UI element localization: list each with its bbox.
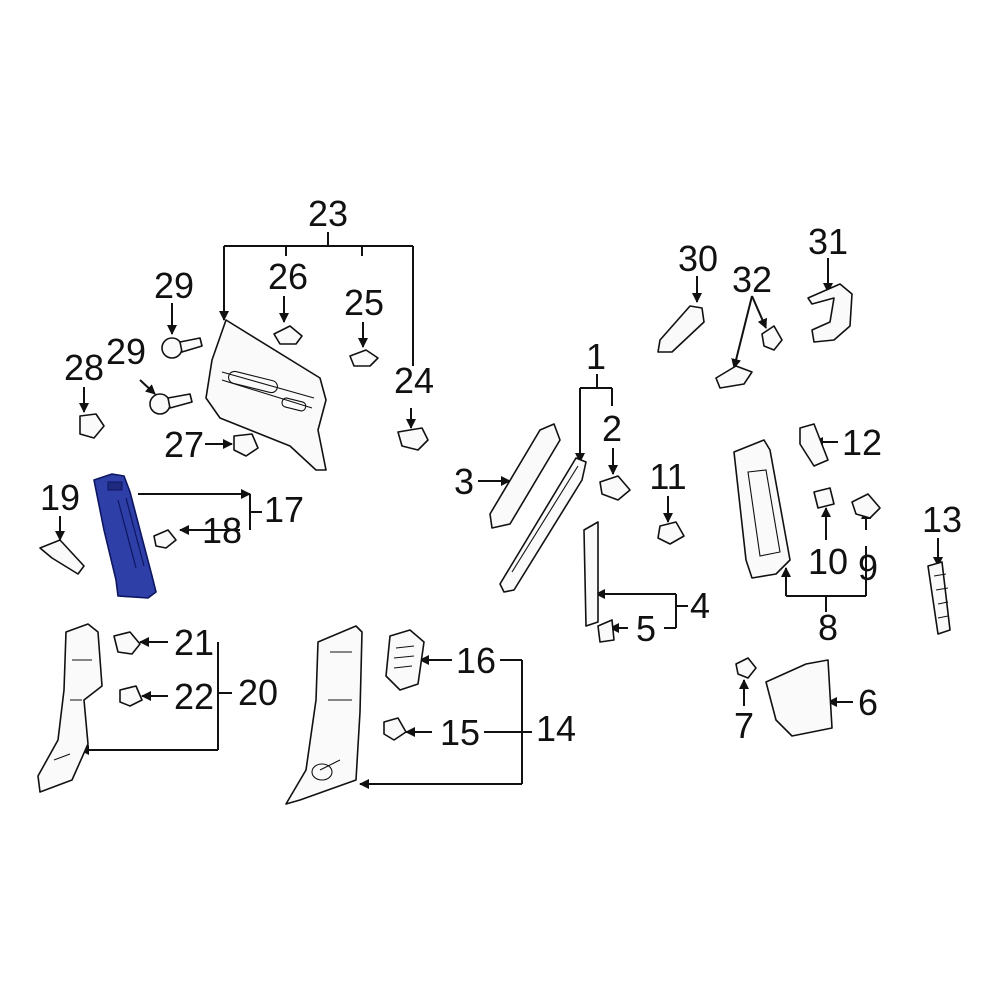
callout-28[interactable]: 28 <box>64 347 104 388</box>
part-28-clip <box>79 413 105 439</box>
part-11-clip <box>657 521 685 545</box>
callout-31[interactable]: 31 <box>808 221 848 262</box>
callout-2[interactable]: 2 <box>602 408 622 449</box>
part-21-clip <box>113 631 141 655</box>
callout-23[interactable]: 23 <box>308 193 348 234</box>
part-8-pillar-trim <box>733 439 791 579</box>
part-29-bolt-lower <box>149 393 193 415</box>
part-27-clip <box>233 433 259 457</box>
callout-30[interactable]: 30 <box>678 238 718 279</box>
part-7-clip <box>735 657 757 679</box>
part-6-trim-cover <box>765 659 833 737</box>
part-3-trim-strip <box>489 423 561 529</box>
callout-12[interactable]: 12 <box>842 422 882 463</box>
callout-5[interactable]: 5 <box>636 608 656 649</box>
callout-6[interactable]: 6 <box>858 682 878 723</box>
callout-9[interactable]: 9 <box>858 547 878 588</box>
callout-1[interactable]: 1 <box>586 336 606 377</box>
callout-8[interactable]: 8 <box>818 607 838 648</box>
callout-11[interactable]: 11 <box>649 456 686 497</box>
part-19-fastener <box>39 539 85 575</box>
part-29-bolt-upper <box>161 337 203 359</box>
callout-25[interactable]: 25 <box>344 282 384 323</box>
callout-4[interactable]: 4 <box>690 585 710 626</box>
callout-27[interactable]: 27 <box>164 424 204 465</box>
callout-3[interactable]: 3 <box>454 461 474 502</box>
part-30-grip-handle <box>657 305 705 353</box>
part-13-strip <box>927 561 951 635</box>
part-23-quarter-panel <box>205 319 327 471</box>
callout-32[interactable]: 32 <box>732 259 772 300</box>
part-32-cap-right <box>761 325 783 351</box>
part-4-weatherstrip <box>583 521 599 627</box>
part-20-pillar-trim <box>37 623 103 793</box>
part-2-clip <box>599 475 631 501</box>
callout-13[interactable]: 13 <box>922 499 962 540</box>
callout-17[interactable]: 17 <box>264 489 304 530</box>
part-1-pillar-garnish <box>499 457 587 593</box>
callout-7[interactable]: 7 <box>734 705 754 746</box>
part-25-clip <box>349 349 379 367</box>
part-32-cap-left <box>715 365 753 389</box>
part-10-clip <box>813 487 835 509</box>
callout-24[interactable]: 24 <box>394 360 434 401</box>
callout-18[interactable]: 18 <box>202 510 242 551</box>
callout-10[interactable]: 10 <box>808 541 848 582</box>
callout-labels: 23 26 25 24 29 29 28 27 17 18 19 21 22 2… <box>40 193 962 753</box>
part-22-clip <box>119 685 143 707</box>
callout-16[interactable]: 16 <box>456 640 496 681</box>
callout-22[interactable]: 22 <box>174 676 214 717</box>
callout-29-upper[interactable]: 29 <box>154 265 194 306</box>
part-26-clip <box>273 325 303 345</box>
part-18-clip <box>153 529 177 549</box>
callout-29-lower[interactable]: 29 <box>106 331 146 372</box>
callout-15[interactable]: 15 <box>440 712 480 753</box>
part-15-clip <box>383 717 407 741</box>
callout-21[interactable]: 21 <box>174 622 214 663</box>
leader-lines <box>55 232 943 789</box>
part-14-pillar-trim <box>285 625 363 805</box>
callout-20[interactable]: 20 <box>238 672 278 713</box>
part-16-vent <box>385 629 425 691</box>
callout-19[interactable]: 19 <box>40 477 80 518</box>
part-31-grip-handle <box>807 283 853 343</box>
part-24-clip <box>397 427 429 451</box>
callout-26[interactable]: 26 <box>268 256 308 297</box>
part-9-clip <box>851 493 881 519</box>
part-17-pillar-trim-highlighted[interactable] <box>93 473 157 599</box>
part-5-clip <box>597 619 615 643</box>
part-12-bracket <box>799 423 829 467</box>
callout-14[interactable]: 14 <box>536 708 576 749</box>
